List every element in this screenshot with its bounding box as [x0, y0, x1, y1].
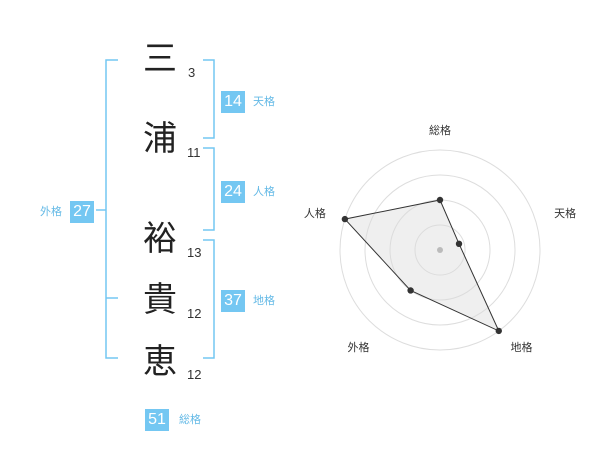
radar-axis-label-2: 天格 — [554, 206, 576, 220]
tenkaku-label: 天格 — [253, 95, 275, 108]
gaikaku-label: 外格 — [40, 205, 62, 218]
jinkaku-bracket — [203, 147, 215, 231]
stroke-count-1: 3 — [188, 65, 196, 80]
kanji-1: 三 — [143, 39, 177, 79]
stroke-count-4: 12 — [187, 306, 202, 321]
jinkaku-value: 24 — [221, 181, 245, 203]
chikaku-label: 地格 — [253, 294, 275, 307]
soukaku-label: 総格 — [179, 413, 201, 426]
radar-axis-label-3: 地格 — [511, 340, 533, 354]
radar-axis-label-5: 人格 — [304, 206, 326, 220]
radar-point-5 — [341, 215, 349, 223]
tenkaku-bracket — [203, 59, 215, 139]
radar-polygon — [343, 199, 500, 332]
radar-axis-label-1: 総格 — [429, 123, 451, 137]
radar-ring-1 — [414, 224, 466, 276]
kanji-2: 浦 — [143, 119, 177, 159]
soukaku-value: 51 — [145, 409, 169, 431]
radar-ring-4 — [339, 149, 541, 351]
kanji-5: 恵 — [143, 342, 177, 382]
radar-axis-label-4: 外格 — [347, 340, 369, 354]
kanji-3: 裕 — [143, 219, 177, 259]
radar-point-1 — [436, 196, 444, 204]
stroke-count-2: 11 — [187, 145, 201, 160]
gaikaku-value: 27 — [70, 201, 94, 223]
chikaku-bracket — [203, 239, 215, 359]
radar-ring-3 — [364, 174, 516, 326]
radar-point-4 — [407, 287, 414, 294]
stroke-count-3: 13 — [187, 245, 202, 260]
stroke-count-5: 12 — [187, 367, 202, 382]
tenkaku-value: 14 — [221, 91, 245, 113]
gaikaku-bracket — [105, 59, 118, 359]
radar-center-dot — [437, 247, 443, 253]
jinkaku-label: 人格 — [253, 185, 275, 198]
kanji-4: 貴 — [143, 280, 177, 320]
radar-point-2 — [455, 240, 463, 248]
radar-point-3 — [495, 327, 502, 335]
chikaku-value: 37 — [221, 290, 245, 312]
